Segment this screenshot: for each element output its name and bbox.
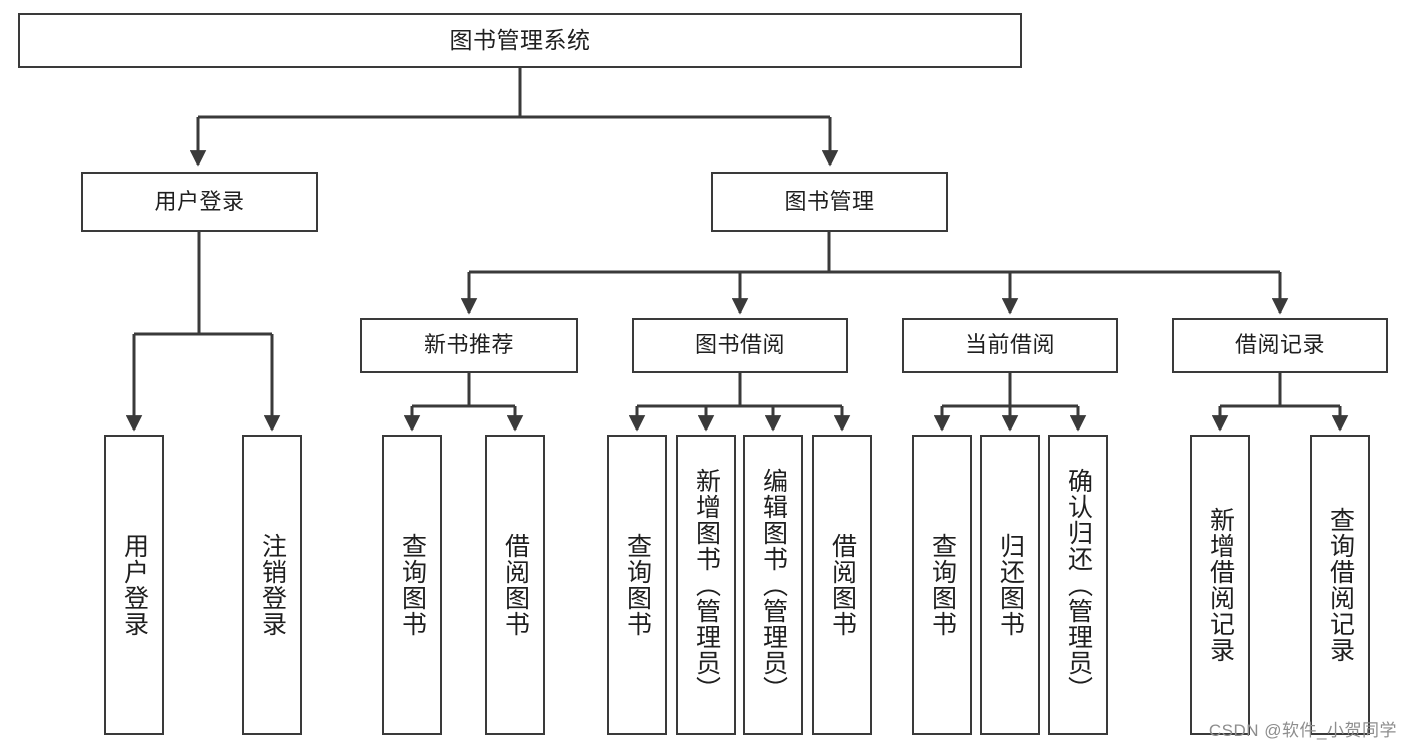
csdn-watermark: CSDN @软件_小贺同学 — [1208, 721, 1397, 740]
node-label: 查询图书 — [928, 533, 957, 637]
node-borrow-record[interactable]: 借阅记录 — [1172, 318, 1388, 373]
node-label: 图书管理 — [784, 188, 875, 214]
node-current-borrow[interactable]: 当前借阅 — [902, 318, 1118, 373]
node-root-book-management-system[interactable]: 图书管理系统 — [18, 13, 1022, 68]
leaf-add-book-admin[interactable]: 新增图书（管理员） — [676, 435, 736, 735]
node-label: 查询图书 — [398, 533, 427, 637]
leaf-logout-login[interactable]: 注销登录 — [242, 435, 302, 735]
node-label: 归还图书 — [996, 533, 1025, 637]
node-label: 查询图书 — [623, 533, 652, 637]
node-label: 当前借阅 — [964, 332, 1055, 358]
node-label: 用户登录 — [154, 188, 245, 214]
node-label: 注销登录 — [258, 533, 287, 637]
leaf-query-book-borrow[interactable]: 查询图书 — [607, 435, 667, 735]
node-label: 查询借阅记录 — [1326, 507, 1355, 663]
leaf-query-book-recommend[interactable]: 查询图书 — [382, 435, 442, 735]
node-label: 新增图书（管理员） — [692, 468, 721, 702]
node-label: 新增借阅记录 — [1206, 507, 1235, 663]
node-book-borrow[interactable]: 图书借阅 — [632, 318, 848, 373]
node-user-login[interactable]: 用户登录 — [81, 172, 318, 232]
leaf-user-login[interactable]: 用户登录 — [104, 435, 164, 735]
node-label: 图书管理系统 — [449, 27, 591, 54]
node-label: 借阅记录 — [1234, 332, 1325, 358]
leaf-query-borrow-record[interactable]: 查询借阅记录 — [1310, 435, 1370, 735]
node-label: 确认归还（管理员） — [1064, 468, 1093, 702]
leaf-edit-book-admin[interactable]: 编辑图书（管理员） — [743, 435, 803, 735]
leaf-borrow-book-borrow[interactable]: 借阅图书 — [812, 435, 872, 735]
leaf-borrow-book-recommend[interactable]: 借阅图书 — [485, 435, 545, 735]
node-label: 新书推荐 — [423, 332, 514, 358]
node-book-management[interactable]: 图书管理 — [711, 172, 948, 232]
node-label: 借阅图书 — [501, 533, 530, 637]
node-label: 用户登录 — [120, 533, 149, 637]
node-new-book-recommend[interactable]: 新书推荐 — [360, 318, 578, 373]
leaf-return-book[interactable]: 归还图书 — [980, 435, 1040, 735]
leaf-confirm-return-admin[interactable]: 确认归还（管理员） — [1048, 435, 1108, 735]
node-label: 编辑图书（管理员） — [759, 468, 788, 702]
leaf-query-book-current[interactable]: 查询图书 — [912, 435, 972, 735]
leaf-add-borrow-record[interactable]: 新增借阅记录 — [1190, 435, 1250, 735]
node-label: 图书借阅 — [694, 332, 785, 358]
node-label: 借阅图书 — [828, 533, 857, 637]
